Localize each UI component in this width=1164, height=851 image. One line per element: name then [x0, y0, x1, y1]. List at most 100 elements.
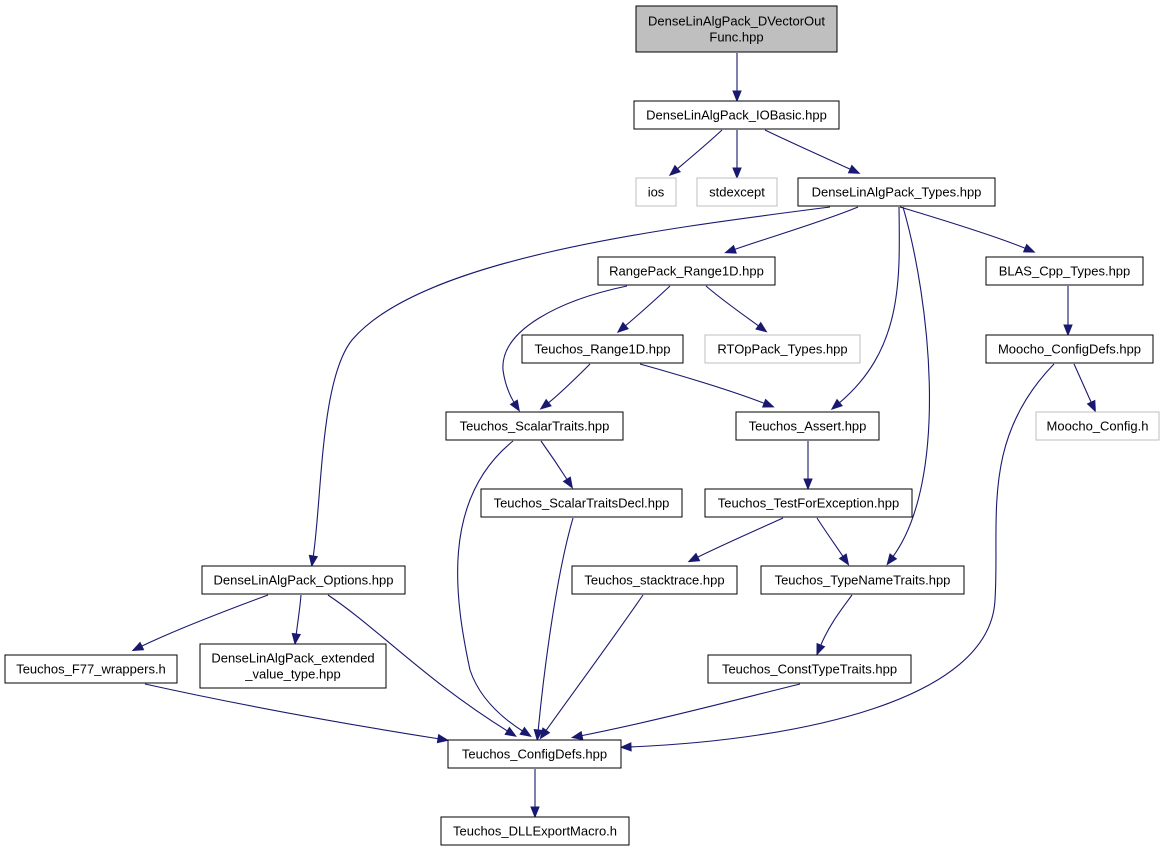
- node-label: _value_type.hpp: [244, 667, 340, 682]
- edge-arrowhead: [530, 806, 540, 819]
- node-label: DenseLinAlgPack_DVectorOut: [648, 14, 825, 29]
- edge-arrowhead: [732, 167, 742, 180]
- edge-arrowhead: [509, 399, 520, 412]
- edge-types-to-typenametraits: [886, 206, 930, 566]
- nodes-layer: DenseLinAlgPack_DVectorOutFunc.hppDenseL…: [4, 5, 1160, 846]
- node-extended[interactable]: DenseLinAlgPack_extended_value_type.hpp: [199, 643, 387, 689]
- node-box: [707, 654, 912, 684]
- edge-arrowhead: [1086, 399, 1096, 413]
- edge-moocho_configdefs-to-configdefs: [619, 363, 1055, 752]
- node-box: [571, 565, 738, 595]
- node-types[interactable]: DenseLinAlgPack_Types.hpp: [797, 177, 996, 207]
- node-box: [735, 411, 880, 441]
- edge-line: [837, 206, 900, 405]
- node-moocho_configdefs[interactable]: Moocho_ConfigDefs.hpp: [985, 334, 1154, 364]
- edge-arrowhead: [803, 478, 813, 491]
- edge-line: [537, 517, 574, 733]
- node-box: [521, 334, 684, 364]
- edge-arrowhead: [732, 90, 742, 103]
- edge-line: [819, 594, 853, 648]
- edge-arrowhead: [291, 632, 302, 646]
- node-teuchos_range1d[interactable]: Teuchos_Range1D.hpp: [521, 334, 684, 364]
- node-scalartraitsdecl[interactable]: Teuchos_ScalarTraitsDecl.hpp: [480, 488, 683, 518]
- edge-arrowhead: [1022, 243, 1036, 253]
- edge-options-to-configdefs: [327, 594, 517, 737]
- node-range1d_rp[interactable]: RangePack_Range1D.hpp: [597, 256, 776, 286]
- node-options[interactable]: DenseLinAlgPack_Options.hpp: [201, 565, 406, 595]
- node-label: Teuchos_ConfigDefs.hpp: [462, 747, 607, 762]
- edge-scalartraitsdecl-to-configdefs: [533, 517, 574, 742]
- node-label: Teuchos_F77_wrappers.h: [16, 662, 166, 677]
- edge-teuchos_range1d-to-assert: [639, 363, 775, 408]
- node-label: RangePack_Range1D.hpp: [609, 264, 764, 279]
- node-stacktrace[interactable]: Teuchos_stacktrace.hpp: [571, 565, 738, 595]
- node-box: [597, 256, 776, 286]
- node-box: [985, 334, 1154, 364]
- node-assert[interactable]: Teuchos_Assert.hpp: [735, 411, 880, 441]
- node-typenametraits[interactable]: Teuchos_TypeNameTraits.hpp: [760, 565, 965, 595]
- edge-arrowhead: [539, 727, 551, 740]
- node-box: [445, 411, 624, 441]
- node-testforexception[interactable]: Teuchos_TestForException.hpp: [704, 488, 913, 518]
- edge-line: [705, 285, 761, 328]
- node-iobasic[interactable]: DenseLinAlgPack_IOBasic.hpp: [633, 100, 840, 130]
- edge-stacktrace-to-configdefs: [539, 594, 644, 740]
- edge-types-to-range1d_rp: [724, 206, 859, 254]
- node-label: Teuchos_Assert.hpp: [749, 419, 867, 434]
- node-configdefs[interactable]: Teuchos_ConfigDefs.hpp: [447, 739, 622, 769]
- node-label: BLAS_Cpp_Types.hpp: [999, 264, 1131, 279]
- edge-line: [312, 206, 831, 559]
- node-label: Teuchos_DLLExportMacro.h: [453, 824, 617, 839]
- edge-arrowhead: [619, 742, 632, 752]
- node-label: ios: [648, 185, 665, 200]
- node-box: [760, 565, 965, 595]
- node-moocho_config: Moocho_Config.h: [1035, 411, 1160, 441]
- edge-options-to-f77wrappers: [131, 594, 269, 652]
- node-blas_types[interactable]: BLAS_Cpp_Types.hpp: [985, 256, 1144, 286]
- edge-arrowhead: [308, 554, 319, 568]
- edge-line: [899, 206, 1028, 250]
- node-label: Teuchos_Range1D.hpp: [535, 342, 671, 357]
- edge-line: [628, 363, 1055, 748]
- edge-arrowhead: [816, 642, 826, 656]
- node-f77wrappers[interactable]: Teuchos_F77_wrappers.h: [4, 654, 178, 684]
- edge-scalartraits-to-configdefs: [457, 440, 532, 737]
- edge-blas_types-to-moocho_configdefs: [1063, 285, 1073, 337]
- edge-line: [295, 594, 302, 637]
- edge-options-to-extended: [291, 594, 302, 646]
- edge-line: [579, 683, 801, 737]
- edge-line: [695, 517, 784, 559]
- node-label: Teuchos_stacktrace.hpp: [584, 573, 724, 588]
- node-label: Teuchos_ConstTypeTraits.hpp: [722, 662, 897, 677]
- node-label: stdexcept: [709, 185, 765, 200]
- node-label: DenseLinAlgPack_IOBasic.hpp: [646, 108, 827, 123]
- edge-arrowhead: [616, 321, 629, 334]
- edge-f77wrappers-to-configdefs: [144, 683, 450, 744]
- edge-line: [540, 440, 569, 482]
- node-label: Teuchos_ScalarTraits.hpp: [460, 419, 610, 434]
- edge-line: [327, 594, 510, 733]
- edges-layer: [131, 53, 1096, 819]
- node-box: [635, 177, 677, 207]
- node-dllexport[interactable]: Teuchos_DLLExportMacro.h: [440, 816, 630, 846]
- node-box: [199, 643, 387, 689]
- edge-arrowhead: [570, 730, 584, 741]
- edge-range1d_rp-to-teuchos_range1d: [616, 285, 671, 334]
- edge-line: [144, 683, 441, 740]
- edge-arrowhead: [519, 726, 532, 737]
- node-box: [696, 177, 778, 207]
- edge-arrowhead: [436, 733, 450, 744]
- node-scalartraits[interactable]: Teuchos_ScalarTraits.hpp: [445, 411, 624, 441]
- node-consttypetraits[interactable]: Teuchos_ConstTypeTraits.hpp: [707, 654, 912, 684]
- edge-arrowhead: [533, 729, 543, 742]
- edge-root-to-iobasic: [732, 53, 742, 103]
- node-label: RTOpPack_Types.hpp: [717, 342, 847, 357]
- edge-line: [816, 517, 845, 559]
- edge-arrowhead: [761, 398, 775, 408]
- edge-line: [891, 206, 930, 559]
- edge-testforexception-to-stacktrace: [687, 517, 784, 563]
- node-label: DenseLinAlgPack_Types.hpp: [812, 185, 982, 200]
- edge-arrowhead: [847, 164, 861, 174]
